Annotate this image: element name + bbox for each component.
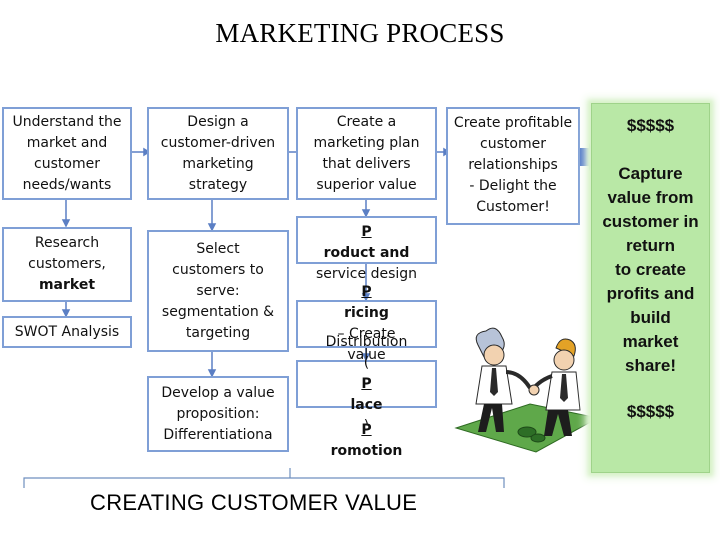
connector-col2-1-arrowhead bbox=[207, 223, 217, 232]
key-letter: P bbox=[361, 284, 372, 300]
connector-col1-1-arrowhead bbox=[61, 219, 71, 228]
text-line: Create profitable bbox=[453, 115, 573, 131]
text-part: – Create bbox=[337, 326, 396, 342]
box-swot-analysis: SWOT Analysis bbox=[2, 316, 132, 348]
text-line: targeting bbox=[185, 324, 251, 341]
text-line: strategy bbox=[188, 176, 248, 193]
box-select-customers: Select customers to serve: segmentation … bbox=[147, 230, 289, 352]
text-line: that delivers bbox=[322, 155, 411, 172]
text-line: marketing plan bbox=[313, 134, 420, 151]
text-line: customer-driven bbox=[160, 134, 276, 151]
text-line: to create bbox=[615, 260, 686, 279]
text-line: relationships bbox=[468, 157, 558, 173]
text-part: ( bbox=[363, 354, 370, 371]
text-line: customer in bbox=[602, 212, 699, 231]
text-line: marketing bbox=[182, 155, 254, 172]
text-line: Understand the bbox=[12, 113, 122, 130]
text-line: Develop a value bbox=[161, 384, 275, 401]
vertical-connectors bbox=[61, 200, 371, 378]
text-line: customers to bbox=[172, 261, 264, 278]
connector-col3-2-arrowhead bbox=[361, 293, 371, 302]
text-line: Research bbox=[34, 235, 100, 251]
text-part: roduct and bbox=[323, 245, 410, 261]
text-line: Customer! bbox=[476, 199, 550, 215]
box-understand-market: Understand the market and customer needs… bbox=[2, 107, 132, 200]
text-line: customer bbox=[34, 155, 100, 172]
text-part: ricing bbox=[344, 305, 389, 321]
text-line: serve: bbox=[196, 282, 240, 299]
bottom-brace bbox=[23, 468, 505, 488]
text-line: customers, bbox=[28, 256, 106, 272]
box-customer-relationships: Create profitable customer relationships… bbox=[446, 107, 580, 225]
text-line: Select bbox=[196, 240, 240, 257]
text-line: market bbox=[38, 277, 96, 293]
text-line: value bbox=[347, 347, 386, 363]
text-line: share! bbox=[624, 356, 677, 375]
key-letter: P bbox=[361, 375, 372, 392]
connector-col2-2-arrowhead bbox=[207, 369, 217, 378]
text-line: needs/wants bbox=[22, 176, 112, 193]
text-line: build bbox=[630, 308, 671, 327]
text-line: Differentiationa bbox=[163, 426, 273, 443]
text-line: proposition: bbox=[176, 405, 260, 422]
text-part: lace bbox=[350, 396, 383, 413]
text-part: romotion bbox=[330, 443, 403, 459]
connector-col3-3-arrowhead bbox=[361, 353, 371, 362]
connector-col1-2-arrowhead bbox=[61, 309, 71, 318]
text-line: profits and bbox=[606, 284, 695, 303]
text-line: segmentation & bbox=[161, 303, 275, 320]
dollar-signs-bottom: $$$$$ bbox=[626, 402, 675, 421]
text-line: superior value bbox=[316, 176, 417, 193]
text-line: Distribution bbox=[325, 333, 408, 350]
text-line: market bbox=[622, 332, 679, 351]
box-value-proposition: Develop a value proposition: Differentia… bbox=[147, 376, 289, 452]
footer-caption: CREATING CUSTOMER VALUE bbox=[90, 490, 418, 515]
text-line: - Delight the bbox=[469, 178, 557, 194]
text-line: SWOT Analysis bbox=[14, 323, 120, 340]
text-line: Design a bbox=[187, 113, 249, 130]
text-line: return bbox=[625, 236, 676, 255]
key-letter: P bbox=[361, 224, 372, 240]
text-line: service design bbox=[315, 266, 418, 282]
dollar-signs-top: $$$$$ bbox=[626, 116, 675, 135]
text-line: market and bbox=[26, 134, 108, 151]
capture-value-text: Capture value from customer in return to… bbox=[592, 162, 709, 378]
text-line: value from bbox=[607, 188, 694, 207]
box-marketing-plan: Create a marketing plan that delivers su… bbox=[296, 107, 437, 200]
page-title: MARKETING PROCESS bbox=[215, 18, 505, 48]
text-line: Create a bbox=[336, 113, 397, 130]
box-design-strategy: Design a customer-driven marketing strat… bbox=[147, 107, 289, 200]
handshake-clipart bbox=[454, 327, 600, 453]
box-research-customers: Research customers, market bbox=[2, 227, 132, 302]
text-line: customer bbox=[480, 136, 546, 152]
text-line: Capture bbox=[618, 164, 683, 183]
connector-col3-1-arrowhead bbox=[361, 209, 371, 218]
capture-value-panel: $$$$$ Capture value from customer in ret… bbox=[591, 103, 710, 473]
key-letter: P bbox=[361, 422, 372, 438]
